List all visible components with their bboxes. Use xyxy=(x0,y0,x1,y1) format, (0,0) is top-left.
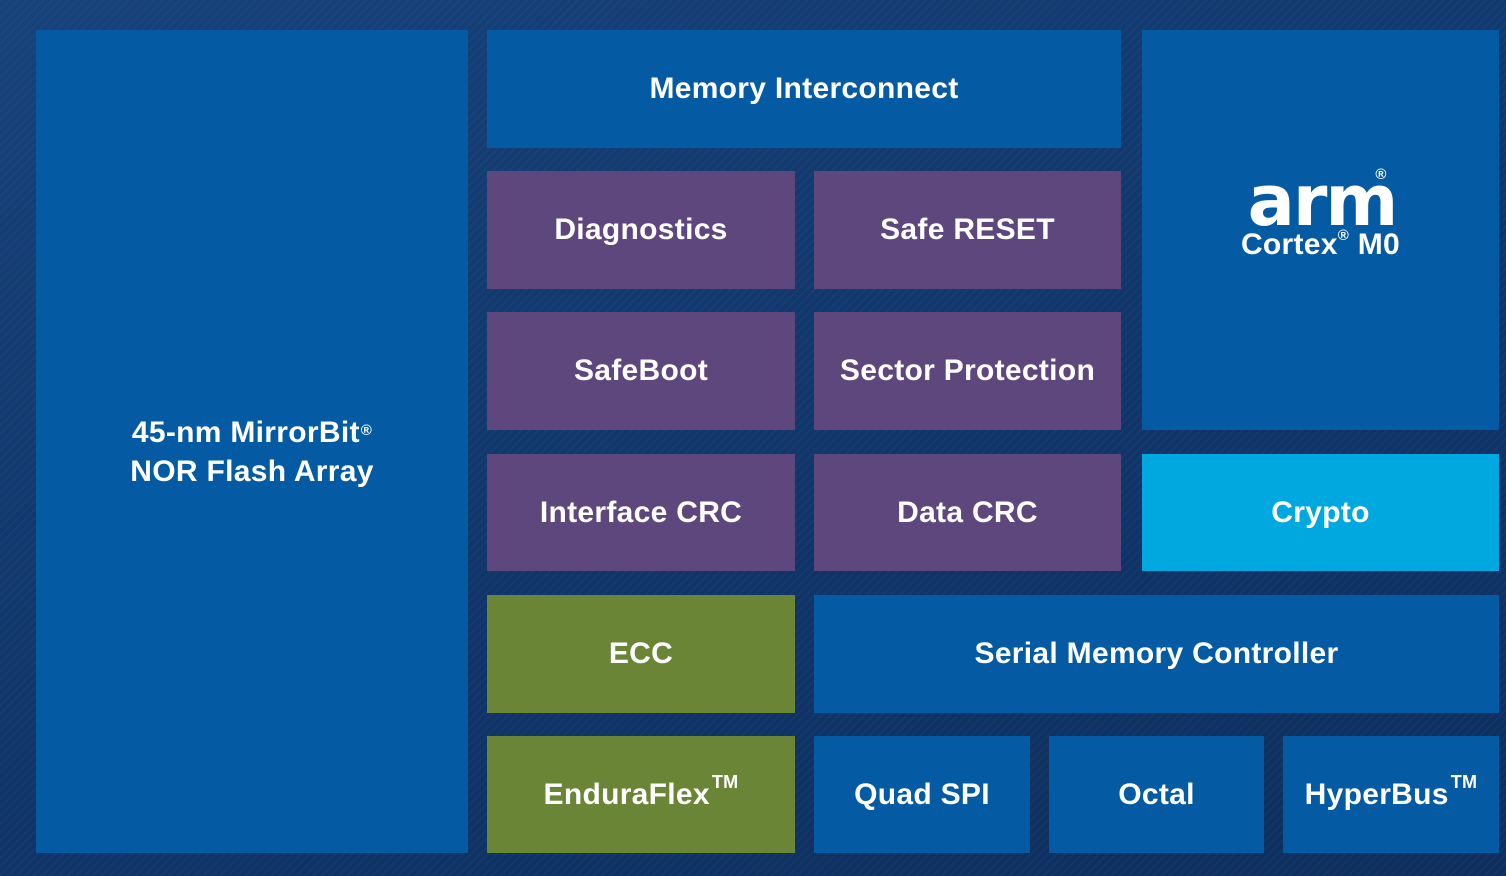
flash-line-2: NOR Flash Array xyxy=(130,454,374,488)
arm-cortex-m0-block: arm ® Cortex® M0 xyxy=(1142,30,1499,430)
ecc-block: ECC xyxy=(487,595,795,713)
safeboot-block: SafeBoot xyxy=(487,312,795,430)
ecc-label: ECC xyxy=(608,637,674,670)
interface-crc-block: Interface CRC xyxy=(487,454,795,571)
sector-protection-label: Sector Protection xyxy=(839,354,1096,387)
flash-line-1-text: 45-nm MirrorBit xyxy=(131,415,360,449)
hyperbus-trademark-mark: TM xyxy=(1450,771,1478,792)
interface-crc-label: Interface CRC xyxy=(539,495,743,529)
cortex-registered-mark: ® xyxy=(1337,227,1350,244)
registered-mark: ® xyxy=(360,421,373,439)
serial-memory-controller-label: Serial Memory Controller xyxy=(974,637,1339,670)
arm-registered-mark: ® xyxy=(1375,166,1386,183)
safeboot-label: SafeBoot xyxy=(573,354,709,387)
hyperbus-text: HyperBus xyxy=(1304,777,1449,811)
cortex-text: Cortex xyxy=(1240,228,1338,261)
trademark-mark: TM xyxy=(711,771,739,792)
serial-memory-controller-block: Serial Memory Controller xyxy=(814,595,1499,713)
m0-text: M0 xyxy=(1349,228,1401,261)
quad-spi-label: Quad SPI xyxy=(854,777,990,811)
flash-line-1: 45-nm MirrorBit® xyxy=(130,413,373,452)
sector-protection-block: Sector Protection xyxy=(814,312,1121,430)
crypto-label: Crypto xyxy=(1271,495,1370,529)
safe-reset-block: Safe RESET xyxy=(814,171,1121,289)
diagnostics-block: Diagnostics xyxy=(487,171,795,289)
cortex-m0-label: Cortex® M0 xyxy=(1142,227,1499,262)
nor-flash-array-block: 45-nm MirrorBit® NOR Flash Array xyxy=(36,30,468,853)
safe-reset-label: Safe RESET xyxy=(880,213,1055,246)
memory-interconnect-label: Memory Interconnect xyxy=(649,72,959,105)
octal-label: Octal xyxy=(1118,777,1195,811)
enduraflex-text: EnduraFlex xyxy=(543,777,710,811)
arm-logo-text: arm xyxy=(1248,165,1397,235)
nor-flash-array-label: 45-nm MirrorBit® NOR Flash Array xyxy=(130,413,373,491)
data-crc-label: Data CRC xyxy=(897,495,1038,529)
diagnostics-label: Diagnostics xyxy=(554,213,728,246)
data-crc-block: Data CRC xyxy=(814,454,1121,571)
memory-interconnect-block: Memory Interconnect xyxy=(487,30,1121,148)
arm-logo: arm ® xyxy=(1248,165,1397,235)
crypto-block: Crypto xyxy=(1142,454,1499,571)
octal-block: Octal xyxy=(1049,736,1264,853)
quad-spi-block: Quad SPI xyxy=(814,736,1030,853)
